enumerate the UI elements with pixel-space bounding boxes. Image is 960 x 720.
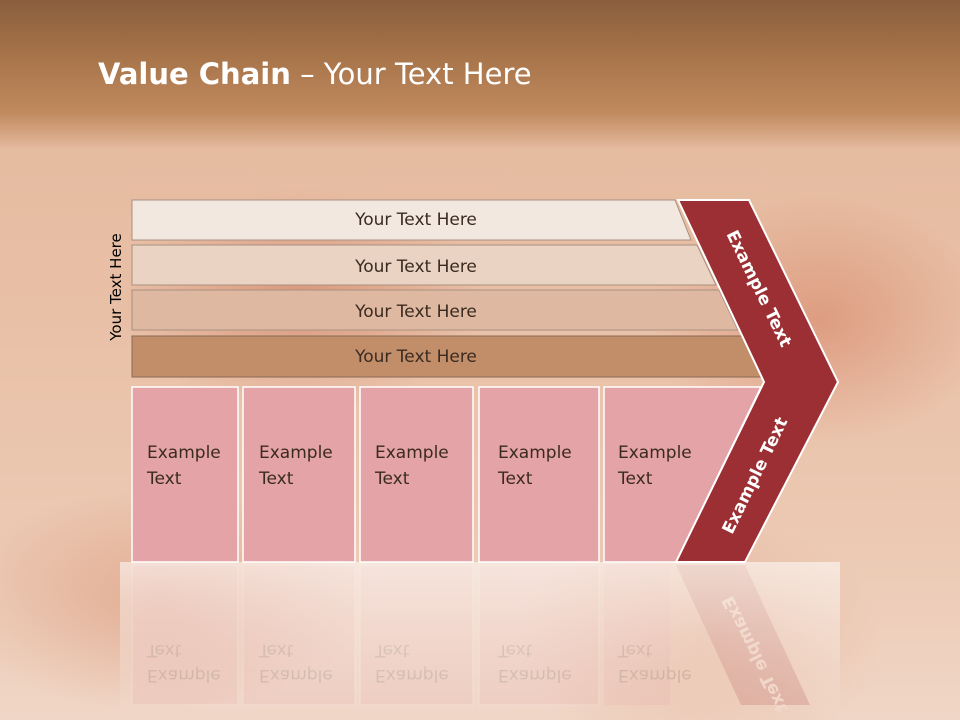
cell-1 [131,386,239,563]
title-banner [0,0,960,150]
row-1-label: Your Text Here [354,210,477,230]
cell-4-line1: Example [498,443,572,463]
row-1-bar [131,199,692,241]
row-4-label: Your Text Here [354,347,477,367]
cell-3 [359,386,474,563]
cell-4-line2: Text [497,469,533,489]
cell-5-line1: Example [618,443,692,463]
value-chain-arrow [674,199,840,563]
cell-4 [478,386,600,563]
page-title: Value Chain – Your Text Here [98,52,532,96]
title-bold: Value Chain [98,57,291,91]
cell-2-line2: Text [258,469,294,489]
cell-2 [242,386,356,563]
cell-3-line1: Example [375,443,449,463]
cell-5-line2: Text [617,469,653,489]
cell-1-line2: Text [146,469,182,489]
cell-3-line2: Text [374,469,410,489]
row-3-label: Your Text Here [354,302,477,322]
reflection-fade [120,562,840,720]
title-rest: – Your Text Here [290,57,532,91]
cell-1-line1: Example [147,443,221,463]
row-2-bar [131,244,717,286]
row-2-label: Your Text Here [354,257,477,277]
row-3-bar [131,289,739,331]
cell-2-line1: Example [259,443,333,463]
